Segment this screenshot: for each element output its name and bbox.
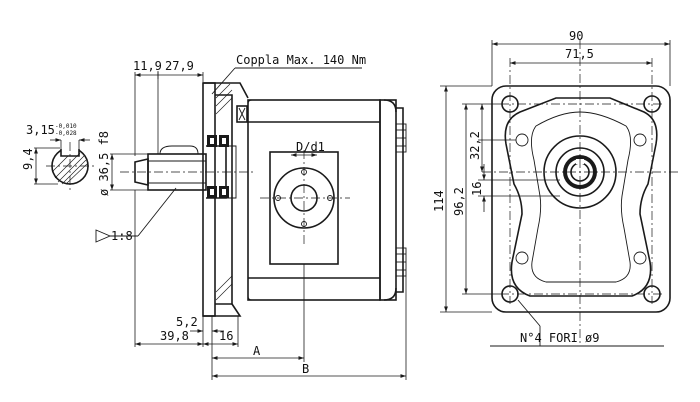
- dim-B: B: [302, 362, 309, 376]
- front-dimensions: 90 71,5 114 96,2 32,2 16 N°4 FORI ø9: [432, 29, 671, 347]
- holes-label: N°4 FORI ø9: [520, 331, 599, 345]
- dim-90: 90: [569, 29, 583, 43]
- side-dimensions: 11,9 27,9 Coppla Max. 140 Nm ø 36,5 f8 5…: [97, 53, 407, 380]
- dim-5-2: 5,2: [176, 315, 198, 329]
- tol-upper: -0,010: [55, 123, 77, 130]
- dim-11-9: 11,9: [133, 59, 162, 73]
- dim-16-right: 16: [470, 182, 484, 196]
- tol-lower: -0,028: [55, 130, 77, 137]
- dim-shaft-diameter: ø 36,5 f8: [97, 131, 111, 196]
- dim-71-5: 71,5: [565, 47, 594, 61]
- dim-32-2: 32,2: [468, 131, 482, 160]
- dim-27-9: 27,9: [165, 59, 194, 73]
- port-label: D/d1: [296, 140, 325, 154]
- dim-114: 114: [432, 190, 446, 212]
- side-view: D/d1 1:8: [95, 82, 407, 317]
- dim-9-4: 9,4: [21, 148, 35, 170]
- dim-39-8: 39,8: [160, 329, 189, 343]
- mounting-holes: [501, 95, 661, 303]
- front-view: [482, 40, 680, 346]
- dim-3-15: 3,15: [26, 123, 55, 137]
- dim-96-2: 96,2: [452, 187, 466, 216]
- dim-A: A: [253, 344, 261, 358]
- torque-label: Coppla Max. 140 Nm: [236, 53, 366, 67]
- shaft-section: 3,15 -0,010 -0,028 9,4: [21, 123, 96, 192]
- dim-16-left: 16: [219, 329, 233, 343]
